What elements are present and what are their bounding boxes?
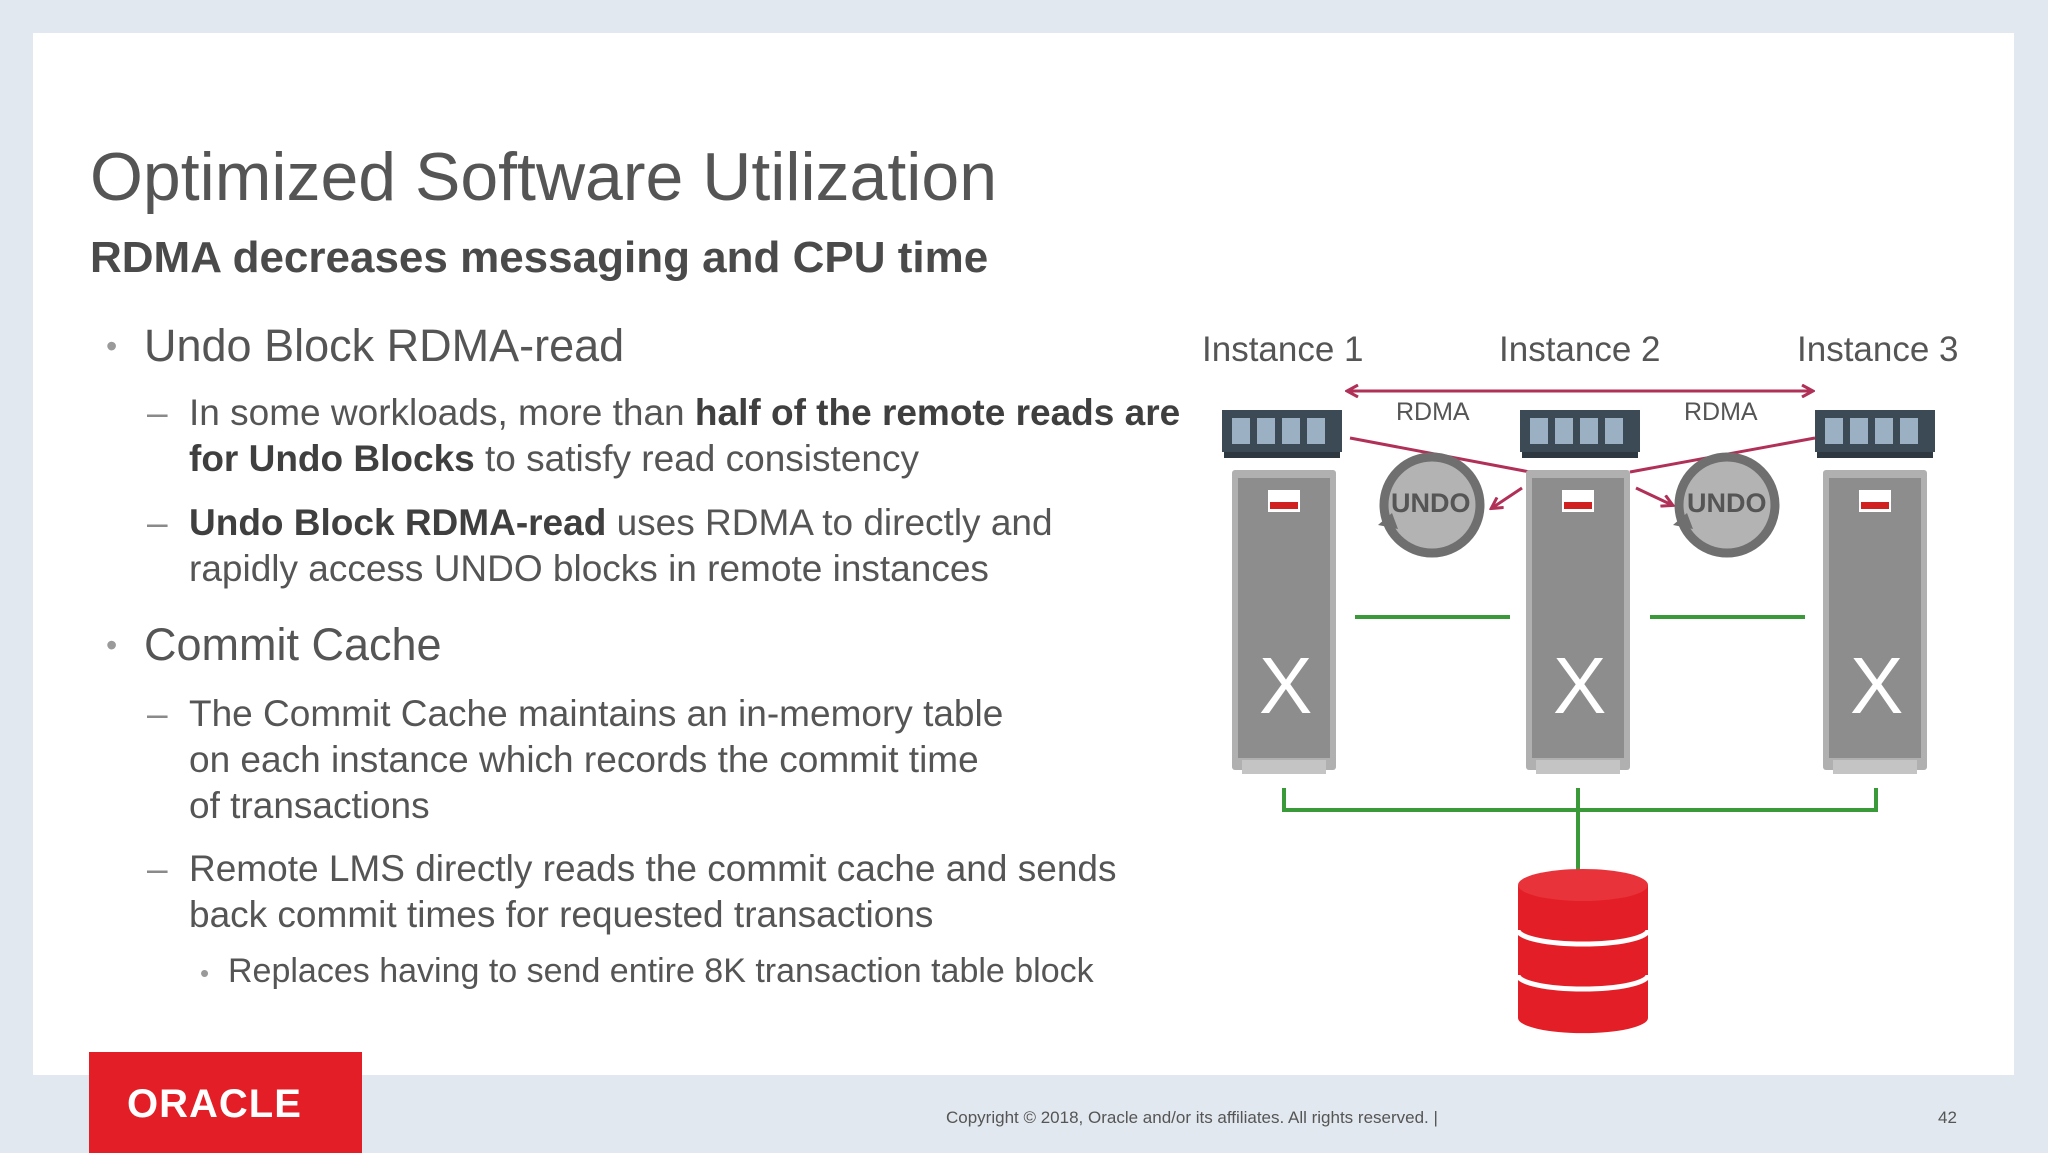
bullet-dot-icon: • bbox=[106, 328, 118, 364]
sub-bullet-remote-lms: – Remote LMS directly reads the commit c… bbox=[147, 848, 1117, 935]
bullet-commit-cache: • Commit Cache bbox=[106, 619, 442, 670]
sub-sub-bullet-8k: • Replaces having to send entire 8K tran… bbox=[200, 952, 1094, 991]
page-number: 42 bbox=[1938, 1108, 1957, 1127]
dash-icon: – bbox=[147, 848, 168, 889]
dash-icon: – bbox=[147, 392, 168, 433]
instance-3-label: Instance 3 bbox=[1797, 330, 1959, 369]
instance-1-label: Instance 1 bbox=[1202, 330, 1364, 369]
instance-2-label: Instance 2 bbox=[1499, 330, 1661, 369]
copyright-text: Copyright © 2018, Oracle and/or its affi… bbox=[946, 1108, 1438, 1127]
dash-icon: – bbox=[147, 693, 168, 734]
undo-arrow-left bbox=[1492, 486, 1523, 508]
memory-module-icon bbox=[1222, 410, 1342, 458]
database-icon bbox=[1515, 869, 1651, 1034]
memory-module-icon bbox=[1815, 410, 1935, 458]
rdma-label-right: RDMA bbox=[1684, 398, 1758, 426]
bullet-undo-block: • Undo Block RDMA-read bbox=[106, 320, 625, 371]
bullet-dot-icon: • bbox=[200, 958, 210, 988]
memory-module-icon bbox=[1520, 410, 1640, 458]
undo-right-icon bbox=[1673, 452, 1780, 558]
dash-icon: – bbox=[147, 502, 168, 543]
slide-canvas bbox=[33, 33, 2014, 1075]
sub-bullet-remote-reads: – In some workloads, more than half of t… bbox=[147, 392, 1181, 479]
rdma-label-left: RDMA bbox=[1396, 398, 1470, 426]
oracle-logo: ORACLE bbox=[89, 1052, 362, 1153]
slide-title: Optimized Software Utilization bbox=[90, 139, 998, 215]
undo-left-icon bbox=[1378, 452, 1485, 558]
slide-subtitle: RDMA decreases messaging and CPU time bbox=[90, 233, 989, 282]
undo-arrow-right bbox=[1635, 486, 1672, 505]
server-x-mark-3: X bbox=[1850, 641, 1904, 730]
sub-bullet-rdma-read: – Undo Block RDMA-read uses RDMA to dire… bbox=[147, 502, 1053, 589]
undo-label-right: UNDO bbox=[1687, 488, 1767, 518]
bullet-dot-icon: • bbox=[106, 627, 118, 663]
sub-bullet-commit-table: – The Commit Cache maintains an in-memor… bbox=[147, 693, 1004, 826]
server-x-mark-1: X bbox=[1259, 641, 1313, 730]
server-x-mark-2: X bbox=[1553, 641, 1607, 730]
undo-label-left: UNDO bbox=[1391, 488, 1471, 518]
